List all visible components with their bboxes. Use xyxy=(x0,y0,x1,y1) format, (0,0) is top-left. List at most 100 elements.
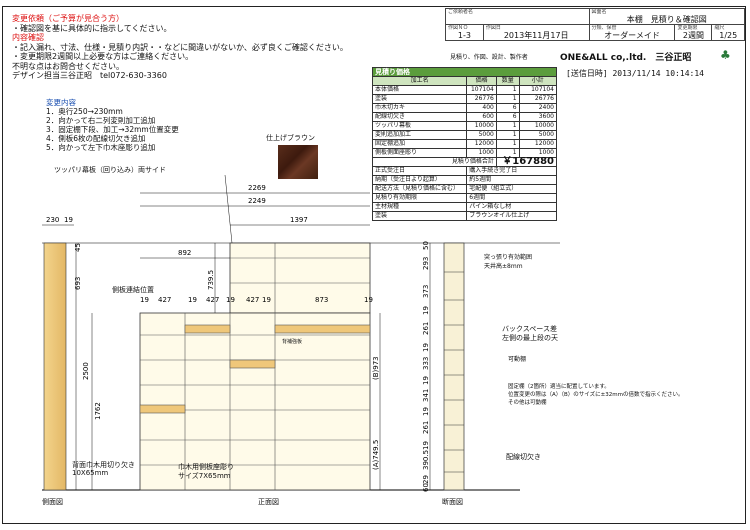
dim-text: 739.5 xyxy=(207,270,215,290)
fixed-shelf xyxy=(274,324,371,334)
backspace-label: バックスペース差 xyxy=(502,325,557,333)
content-line: ・変更期限2週間以上必要な方はご連絡ください。 xyxy=(12,52,194,61)
date: 2013年11月17日 xyxy=(503,31,569,40)
dim-text: (B)973 xyxy=(372,356,380,380)
doc-name-label: 図面名 xyxy=(591,9,607,15)
sent-datetime: [送信日時] 2013/11/14 10:14:14 xyxy=(566,69,704,78)
dim-text: 261 xyxy=(422,421,430,434)
dim-text: 19 xyxy=(140,296,149,304)
doc-name: 本棚 見積り＆確認図 xyxy=(626,15,707,24)
baseboard-label: 巾木用側板座彫り xyxy=(178,463,234,471)
fixed-note: その他は可動棚 xyxy=(508,400,547,406)
change-item: 2．向かって右二列変則加工追加 xyxy=(46,116,156,125)
logo-icon: ♣ xyxy=(720,48,731,62)
front-view-title: 正面図 xyxy=(258,498,279,506)
change-item: 3．固定棚下段、加工→32mm位置変更 xyxy=(46,125,179,134)
fixed-shelf xyxy=(184,324,231,334)
fixed-note: 位置変更の際は（A）（B）のサイズに±32mmの倍数で指示ください。 xyxy=(508,392,684,398)
designer-contact: デザイン担当三谷正昭 tel072-630-3360 xyxy=(12,71,167,80)
kind: オーダーメイド xyxy=(604,31,660,40)
tsuppari-range: 突っ張り有効範囲 xyxy=(484,254,533,261)
maker-desc: 見積り、作図、設計、製作者 xyxy=(450,54,528,61)
dim-text: 2269 xyxy=(248,184,266,192)
side-view-title: 側面図 xyxy=(42,498,63,506)
tsuppari-label: ツッパリ幕板（回り込み）両サイド xyxy=(54,166,166,174)
info-cell: ブラウンオイル仕上げ xyxy=(466,211,557,221)
dim-text: 333 xyxy=(422,357,430,370)
dimension-lines xyxy=(42,174,431,490)
dim-text: 293 xyxy=(422,257,430,270)
ceiling-note: 天井高±8mm xyxy=(484,263,523,270)
fixed-shelf xyxy=(229,359,276,369)
movable-label: 可動棚 xyxy=(508,356,527,363)
dim-text: 693 xyxy=(74,277,82,290)
front-view xyxy=(139,242,371,491)
company-name: ONE&ALL co,.ltd. 三谷正昭 xyxy=(560,53,692,63)
content-line: 不明な点はお問合せください。 xyxy=(12,61,124,71)
dim-text: 427 xyxy=(246,296,259,304)
dim-text: 19 xyxy=(422,376,430,385)
wire-cut-label: 配線切欠き xyxy=(506,453,541,461)
dim-text: 427 xyxy=(158,296,171,304)
dim-text: 60 xyxy=(422,483,430,492)
back-cut-size: 10X65mm xyxy=(72,469,109,477)
dim-text: 45 xyxy=(74,243,82,252)
content-line: ・記入漏れ、寸法、仕様・見積り内訳・・などに間違いがないか、必ず良くご確認くださ… xyxy=(12,42,348,52)
dim-text: 230 xyxy=(46,216,59,224)
changes-block: 変更内容 1．奥行250→230mm 2．向かって右二列変則加工追加 3．固定棚… xyxy=(46,98,179,152)
dim-text: 50 xyxy=(422,241,430,250)
dim-text: (A)749.5 xyxy=(372,440,380,470)
change-item: 4．側板6枚の配線切欠き追加 xyxy=(46,134,146,143)
dim-text: 341 xyxy=(422,389,430,402)
content-title: 内容確認 xyxy=(12,33,44,42)
finish-label: 仕上げブラウン xyxy=(266,134,315,142)
work-no-label: 作図ＮＯ xyxy=(448,25,469,31)
dim-text: 19 xyxy=(422,441,430,450)
dim-text: 19 xyxy=(422,407,430,416)
dim-text: 2249 xyxy=(248,197,266,205)
period: 2週間 xyxy=(682,31,705,40)
dim-text: 19 xyxy=(188,296,197,304)
request-text: ・確認図を基に具体的に指示してください。 xyxy=(12,23,172,33)
backspace-label2: 左側の最上段の天 xyxy=(502,334,558,342)
shelves xyxy=(139,243,371,490)
dim-text: 2500 xyxy=(82,362,90,380)
change-item: 5．向かって左下巾木座彫り追加 xyxy=(46,143,156,152)
dim-text: 261 xyxy=(422,322,430,335)
fixed-shelf xyxy=(139,404,186,414)
scale-label: 縮尺 xyxy=(714,25,725,31)
side-panel xyxy=(43,242,67,491)
dim-text: 19 xyxy=(64,216,73,224)
fixed-note: 固定棚（2箇所）適当に配置しています。 xyxy=(508,384,610,390)
dim-text: 892 xyxy=(178,249,191,257)
dim-text: 390.5 xyxy=(422,450,430,470)
drawing-sheet xyxy=(2,6,746,524)
upper-unit xyxy=(229,242,371,314)
dim-text: 1397 xyxy=(290,216,308,224)
section-panel xyxy=(443,242,465,491)
dim-text: 19 xyxy=(364,296,373,304)
work-no: 1-3 xyxy=(457,31,471,40)
customer-label: ご依頼者名 xyxy=(448,9,474,15)
finish-swatch xyxy=(278,145,318,179)
date-label: 作図日 xyxy=(485,25,501,31)
kind-label: 分類、保管 xyxy=(591,25,617,31)
request-title: 変更依頼（ご予算が見合う方） xyxy=(12,14,124,23)
dim-text: 29 xyxy=(422,475,430,484)
reinforce-label: 背補強板 xyxy=(282,339,303,345)
scale: 1/25 xyxy=(719,31,738,40)
dim-text: 873 xyxy=(315,296,328,304)
dim-text: 19 xyxy=(262,296,271,304)
changes-title: 変更内容 xyxy=(46,98,76,107)
notes-block: 変更依頼（ご予算が見合う方） ・確認図を基に具体的に指示してください。 内容確認… xyxy=(12,14,348,81)
dim-text: 373 xyxy=(422,285,430,298)
lower-unit xyxy=(139,312,371,491)
dim-text: 19 xyxy=(226,296,235,304)
dim-text: 19 xyxy=(422,306,430,315)
baseboard-size: サイズ7X65mm xyxy=(178,472,231,480)
side-joint-label: 側板連結位置 xyxy=(112,286,154,294)
section-view-title: 断面図 xyxy=(442,498,463,506)
